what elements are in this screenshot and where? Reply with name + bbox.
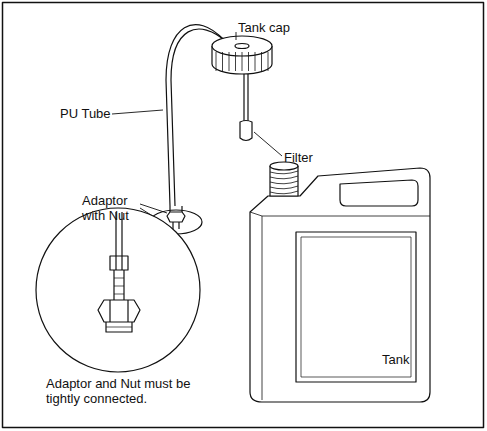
- cap-rib: [248, 52, 249, 71]
- frame: [3, 3, 484, 428]
- cap-rib: [261, 52, 262, 71]
- cap-rib: [216, 52, 217, 71]
- tank-cap: [212, 36, 272, 74]
- neck-thread: [270, 191, 298, 194]
- magnified-adaptor: [36, 208, 200, 372]
- part-label: PU Tube: [60, 106, 130, 121]
- neck-thread: [270, 171, 298, 174]
- neck-thread: [270, 186, 298, 189]
- neck-thread: [270, 176, 298, 179]
- cap-rib: [268, 52, 269, 71]
- cap-rib: [255, 52, 256, 71]
- part-label: Tank: [382, 352, 442, 367]
- cap-rib: [222, 52, 223, 71]
- filter: [240, 74, 252, 141]
- cap-rib: [229, 52, 230, 71]
- part-label: Adaptor with Nut: [82, 193, 142, 223]
- neck-thread: [270, 181, 298, 184]
- note-text: Adaptor and Nut must be tightly connecte…: [46, 376, 196, 406]
- cap-rib: [242, 52, 243, 71]
- cap-rib: [235, 52, 236, 71]
- part-label: Tank cap: [238, 20, 318, 35]
- part-label: Filter: [284, 150, 344, 165]
